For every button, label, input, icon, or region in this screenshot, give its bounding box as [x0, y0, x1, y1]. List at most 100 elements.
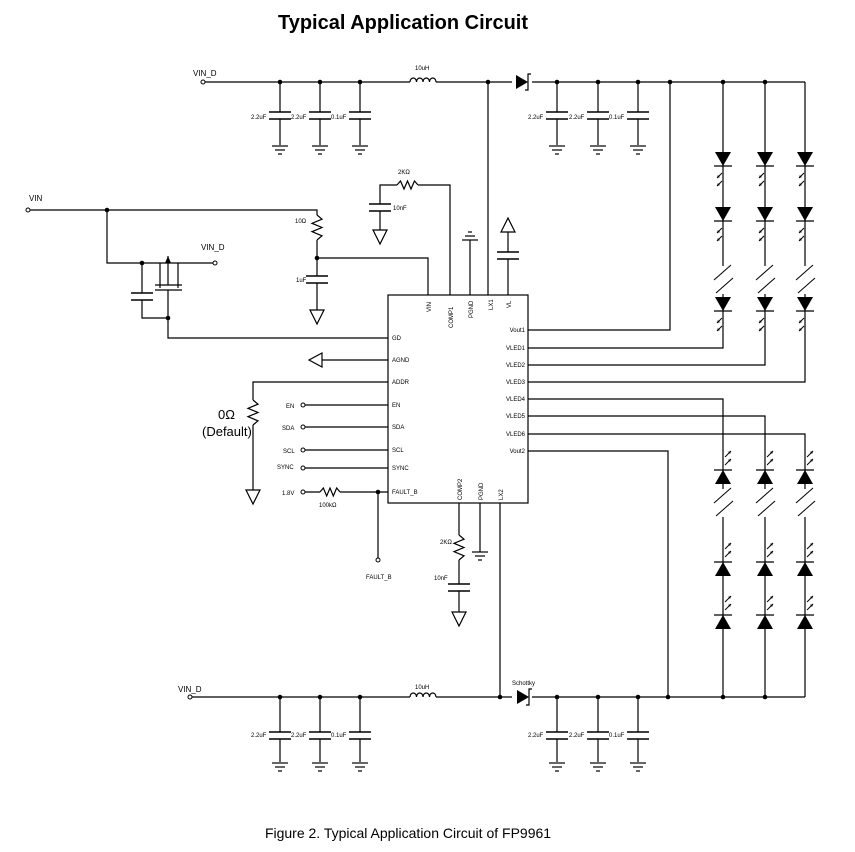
- terminal: [300, 447, 306, 453]
- led-light-arrowhead: [810, 596, 813, 599]
- led-icon: [757, 562, 773, 576]
- capacitor: [268, 731, 292, 740]
- c-vin-label: 1uF: [296, 278, 307, 284]
- led-icon: [757, 470, 773, 484]
- bottom-cin3-label: 0.1uF: [331, 733, 347, 739]
- chain-break-mark: [797, 277, 816, 294]
- wire: [528, 82, 766, 366]
- r-comp1-label: 2KΩ: [398, 170, 410, 176]
- capacitor: [305, 275, 329, 284]
- wires: [30, 81, 806, 762]
- led-light-arrowhead: [770, 604, 773, 607]
- schottky-diode-icon: [516, 75, 528, 89]
- bottom-cin1-label: 2.2uF: [251, 733, 267, 739]
- led-icon: [757, 207, 773, 221]
- top-cout3-label: 0.1uF: [609, 115, 625, 121]
- pin-vout1: Vout1: [510, 328, 526, 334]
- ground-icon: [630, 762, 646, 772]
- capacitor-gap: [447, 584, 471, 591]
- wire: [528, 82, 724, 349]
- led-light-arrowhead: [717, 230, 720, 233]
- pin-vled3: VLED3: [506, 380, 526, 386]
- led-light-arrowhead: [799, 320, 802, 323]
- junction-dot: [595, 694, 601, 700]
- pullup-r-label: 100kΩ: [319, 503, 337, 509]
- ground-icon: [312, 762, 328, 772]
- sda-label: SDA: [282, 426, 294, 432]
- schottky-diode-bar: [525, 73, 531, 91]
- ground-icon: [352, 762, 368, 772]
- junction-dot: [165, 315, 171, 321]
- wire: [252, 381, 388, 490]
- junction-dot: [317, 694, 323, 700]
- wire: [528, 433, 806, 697]
- terminal: [187, 694, 193, 700]
- led-light-arrowhead: [759, 175, 762, 178]
- led-light-arrowhead: [759, 183, 762, 186]
- r-comp2-label: 2KΩ: [440, 540, 452, 546]
- led-light-arrowhead: [770, 543, 773, 546]
- capacitor: [308, 111, 332, 120]
- led-light-arrowhead: [810, 451, 813, 454]
- pin-agnd: AGND: [392, 358, 410, 364]
- capacitor-gap: [268, 732, 292, 739]
- addr-res-note: (Default): [202, 424, 252, 439]
- ground-icon: [590, 145, 606, 155]
- pin-vled1: VLED1: [506, 346, 526, 352]
- resistor-gap: [311, 215, 323, 240]
- capacitor: [626, 111, 650, 120]
- junction-dot: [762, 694, 768, 700]
- capacitor: [586, 111, 610, 120]
- capacitor-gap: [348, 732, 372, 739]
- components: [25, 73, 816, 772]
- pin-pgnd1: PGND: [469, 300, 475, 318]
- terminal: [300, 424, 306, 430]
- chain-break-gap: [713, 489, 733, 517]
- ground-triangle-icon: [372, 229, 388, 246]
- r-vin-label: 10Ω: [295, 219, 307, 225]
- wire: [379, 184, 451, 295]
- capacitor-gap: [626, 112, 650, 119]
- ground-icon: [590, 762, 606, 772]
- junction-dot: [485, 79, 491, 85]
- ic-top-pin-labels: VIN COMP1 PGND LX1 VL: [427, 299, 513, 328]
- chain-break-gap: [713, 266, 733, 294]
- led-icon: [797, 297, 813, 311]
- c-comp1-label: 10nF: [393, 206, 407, 212]
- pin-sync: SYNC: [392, 466, 409, 472]
- led-icon: [715, 297, 731, 311]
- junction-dot: [554, 79, 560, 85]
- capacitor: [545, 731, 569, 740]
- led-light-arrowhead: [728, 459, 731, 462]
- pin-en: EN: [392, 403, 400, 409]
- led-icon: [757, 615, 773, 629]
- junction-dot: [762, 79, 768, 85]
- pin-vled5: VLED5: [506, 414, 526, 420]
- junction-dot: [554, 694, 560, 700]
- ic-body: [387, 294, 529, 504]
- capacitor-gap: [348, 112, 372, 119]
- diagram-title: Typical Application Circuit: [278, 12, 528, 34]
- ground-icon: [272, 145, 288, 155]
- terminal: [212, 260, 218, 266]
- chain-break-gap: [795, 489, 815, 517]
- wire: [528, 82, 806, 383]
- terminal: [200, 79, 206, 85]
- bottom-cin2-label: 2.2uF: [291, 733, 307, 739]
- ground-icon: [312, 145, 328, 155]
- chain-break-gap: [755, 266, 775, 294]
- led-light-arrowhead: [810, 551, 813, 554]
- junction-dot: [720, 694, 726, 700]
- led-light-arrowhead: [799, 183, 802, 186]
- vl-supply-triangle-icon: [500, 216, 516, 233]
- wire: [528, 398, 724, 697]
- led-icon: [757, 297, 773, 311]
- led-light-arrowhead: [810, 543, 813, 546]
- resistor: [452, 534, 466, 561]
- led-light-arrowhead: [799, 175, 802, 178]
- led-icon: [797, 562, 813, 576]
- led-icon: [797, 152, 813, 166]
- resistor: [319, 486, 341, 498]
- inductor: [409, 692, 437, 698]
- pin-vled6: VLED6: [506, 432, 526, 438]
